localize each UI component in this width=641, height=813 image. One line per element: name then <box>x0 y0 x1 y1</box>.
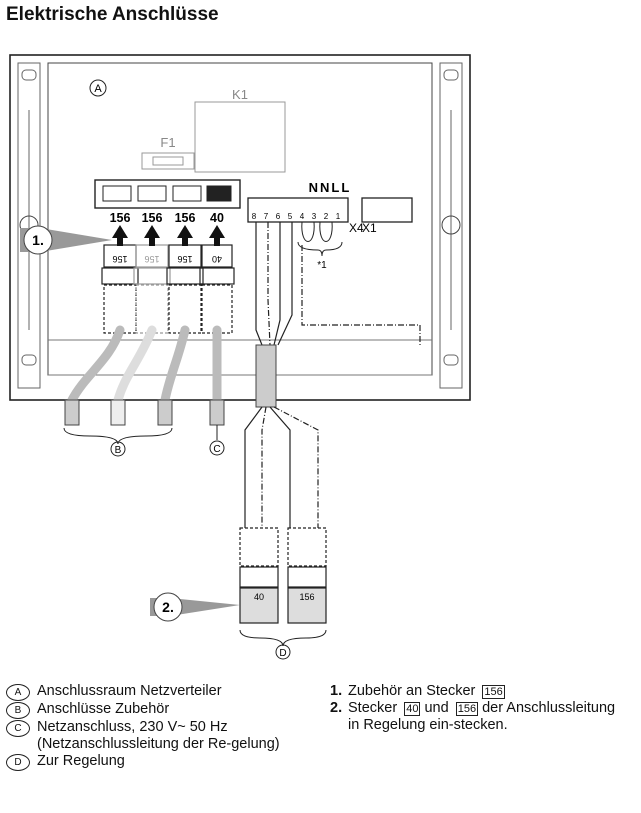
housing-inner <box>47 62 433 376</box>
legend-step-1: 1. Zubehör an Stecker 156 <box>330 683 630 700</box>
legend-item-c: C Netzanschluss, 230 V~ 50 Hz (Netzansch… <box>6 719 306 753</box>
svg-text:4: 4 <box>300 212 305 221</box>
step-1-label: 1. <box>32 232 44 248</box>
housing-outline <box>9 54 471 401</box>
legend-text-b: Anschlüsse Zubehör <box>37 701 170 717</box>
label-b-circle <box>110 441 126 457</box>
legend-text-a: Anschlussraum Netzverteiler <box>37 683 222 699</box>
label-k1: K1 <box>232 87 248 102</box>
terminal-block-x4 <box>247 197 349 223</box>
legend-step-2-text3: der Anschlussleitung in Regelung ein-ste… <box>348 700 616 733</box>
legend-item-b: B Anschlüsse Zubehör <box>6 701 306 719</box>
legend-key-b: B <box>6 702 30 719</box>
plug-4-label: 40 <box>212 254 222 264</box>
label-star1: *1 <box>317 260 327 271</box>
page-title: Elektrische Anschlüsse <box>6 4 219 25</box>
bottom-plug-156-label: 156 <box>299 592 314 602</box>
legend-step-1-num: 1. <box>330 683 343 699</box>
legend-step-1-box: 156 <box>482 685 505 699</box>
label-f1: F1 <box>160 135 175 150</box>
legend-step-2-box1: 40 <box>404 702 421 716</box>
bottom-plug-40-label: 40 <box>254 592 264 602</box>
control-wires <box>255 222 421 346</box>
plug-3-label: 156 <box>177 254 192 264</box>
plug-arrows <box>112 225 225 246</box>
step-2-circle <box>153 592 183 622</box>
label-d-circle <box>275 644 291 660</box>
cable-sleeve <box>255 344 277 408</box>
wiring-diagram: A K1 F1 156 156 156 40 156 156 156 40 <box>9 54 471 660</box>
svg-text:5: 5 <box>288 212 293 221</box>
legend-text-c: Netzanschluss, 230 V~ 50 Hz (Netzanschlu… <box>37 719 280 752</box>
component-k1 <box>194 101 286 173</box>
connector-slots <box>102 185 232 202</box>
label-c-circle <box>209 440 225 456</box>
legend-step-2-num: 2. <box>330 700 343 716</box>
svg-text:3: 3 <box>312 212 317 221</box>
connector-label-2: 156 <box>142 211 163 225</box>
bracket-star1 <box>297 241 343 257</box>
legend-item-a: A Anschlussraum Netzverteiler <box>6 683 306 701</box>
legend-key-d: D <box>6 754 30 771</box>
plug-1-label: 156 <box>112 254 127 264</box>
svg-text:8: 8 <box>252 212 257 221</box>
label-x1: X1 <box>362 221 377 235</box>
cable-stubs <box>64 399 225 426</box>
svg-text:2: 2 <box>324 212 329 221</box>
legend-step-2-text: Stecker <box>348 700 398 716</box>
terminal-x4-numbers: 8 7 6 5 4 3 2 1 <box>252 212 341 221</box>
label-c: C <box>213 444 220 455</box>
step-2-label: 2. <box>162 599 174 615</box>
legend-key-c: C <box>6 720 30 737</box>
bottom-plug-40 <box>239 527 279 624</box>
terminal-block-x1 <box>361 197 413 223</box>
legend-left: A Anschlussraum Netzverteiler B Anschlüs… <box>6 683 306 771</box>
connector-label-4: 40 <box>210 211 224 225</box>
legend-right: 1. Zubehör an Stecker 156 2. Stecker 40 … <box>330 683 630 734</box>
label-d: D <box>279 648 286 659</box>
connector-label-3: 156 <box>175 211 196 225</box>
bracket-d <box>239 629 327 647</box>
label-nnll: NNLL <box>309 180 352 195</box>
connector-label-1: 156 <box>110 211 131 225</box>
control-wires-down <box>244 406 319 528</box>
plug-2-label: 156 <box>144 254 159 264</box>
legend-text-d: Zur Regelung <box>37 753 125 769</box>
legend-key-a: A <box>6 684 30 701</box>
label-x4: X4 <box>349 221 364 235</box>
label-b: B <box>115 445 122 456</box>
svg-text:7: 7 <box>264 212 269 221</box>
mount-hole-right <box>441 215 461 235</box>
legend-step-2-text2: und <box>424 700 449 716</box>
jumper-loops <box>301 221 333 242</box>
fuse-f1 <box>141 152 195 170</box>
bottom-plug-156 <box>287 527 327 624</box>
legend-step-2-box2: 156 <box>455 702 479 716</box>
legend-step-1-text: Zubehör an Stecker <box>348 683 476 699</box>
label-a: A <box>94 83 102 95</box>
right-rail <box>439 62 463 389</box>
legend-step-2: 2. Stecker 40 und 156 der Anschlussleitu… <box>330 700 630 734</box>
label-a-circle <box>89 79 107 97</box>
svg-text:6: 6 <box>276 212 281 221</box>
left-rail <box>17 62 41 389</box>
bracket-b <box>63 427 173 445</box>
cables <box>67 325 222 405</box>
legend-item-d: D Zur Regelung <box>6 753 306 771</box>
svg-text:1: 1 <box>336 212 341 221</box>
step-1-circle <box>23 225 53 255</box>
connector-header <box>94 179 241 209</box>
